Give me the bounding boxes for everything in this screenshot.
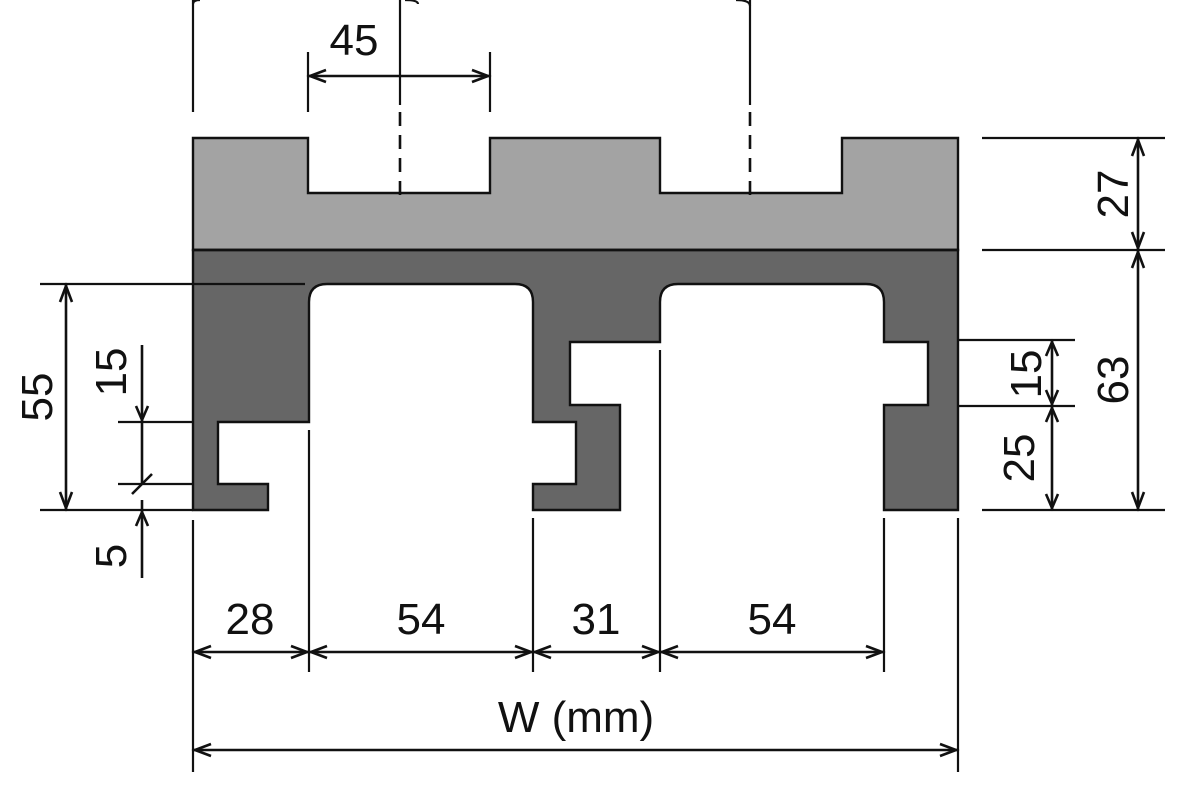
label-right-slot-height: 15 bbox=[1002, 350, 1051, 399]
arrowhead bbox=[191, 644, 212, 660]
label-left-slot-height: 15 bbox=[87, 348, 136, 397]
arrowhead bbox=[191, 742, 212, 758]
arrowhead bbox=[1044, 493, 1060, 512]
arrowhead bbox=[1044, 404, 1060, 423]
top-arc-hint-mid bbox=[404, 0, 420, 5]
arrowhead bbox=[134, 405, 150, 424]
label-total-width: W (mm) bbox=[498, 693, 654, 742]
label-width-54-b: 54 bbox=[748, 595, 797, 644]
arrowhead bbox=[1044, 338, 1060, 357]
arrowhead bbox=[865, 644, 886, 660]
arrowhead bbox=[641, 644, 662, 660]
arrowhead bbox=[1044, 389, 1060, 408]
arrowhead bbox=[1130, 136, 1146, 157]
top-arc-hint-left bbox=[191, 0, 201, 5]
arrowhead bbox=[531, 644, 552, 660]
label-left-total-height: 55 bbox=[13, 373, 62, 422]
arrowhead bbox=[1130, 231, 1146, 252]
lower-body-profile bbox=[191, 248, 960, 512]
arrowhead bbox=[134, 508, 150, 527]
dim-tick-left-slot bbox=[131, 473, 153, 495]
arrowhead bbox=[58, 491, 74, 512]
arrowhead bbox=[290, 644, 311, 660]
label-right-lower-height: 25 bbox=[995, 434, 1044, 483]
arrowhead bbox=[1130, 491, 1146, 512]
label-left-lip-height: 5 bbox=[87, 544, 136, 568]
label-width-31: 31 bbox=[572, 595, 621, 644]
top-arc-hint-right bbox=[735, 0, 752, 7]
arrowhead bbox=[58, 282, 74, 303]
arrowhead bbox=[658, 644, 679, 660]
arrowhead bbox=[939, 742, 960, 758]
arrowhead bbox=[1130, 248, 1146, 269]
label-slot-width: 45 bbox=[330, 16, 379, 65]
label-width-28: 28 bbox=[226, 595, 275, 644]
arrowhead bbox=[514, 644, 535, 660]
arrowhead bbox=[307, 644, 328, 660]
arrowhead bbox=[306, 68, 327, 84]
upper-body-profile bbox=[191, 136, 960, 252]
label-top-height: 27 bbox=[1089, 170, 1138, 219]
arrowhead bbox=[471, 68, 492, 84]
label-bottom-height: 63 bbox=[1089, 356, 1138, 405]
label-width-54-a: 54 bbox=[397, 595, 446, 644]
